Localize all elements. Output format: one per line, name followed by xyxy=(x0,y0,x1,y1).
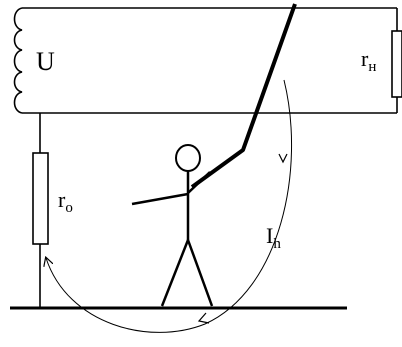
person-left-leg xyxy=(160,239,190,307)
current-subscript: h xyxy=(273,236,281,252)
person-right-leg xyxy=(186,239,214,307)
current-arrow-lower xyxy=(197,312,210,324)
ground-resistor xyxy=(32,152,49,245)
current-label: Ih xyxy=(266,223,281,252)
current-arrow-upper xyxy=(278,153,288,164)
voltage-label: U xyxy=(36,47,55,76)
load-resistor xyxy=(391,30,402,98)
person-left-arm xyxy=(131,192,189,206)
person-figure xyxy=(131,144,214,307)
person-right-arm xyxy=(187,171,211,194)
current-path-arc xyxy=(46,79,293,333)
load-resistance-subscript: н xyxy=(368,59,376,75)
person-head xyxy=(175,144,201,172)
voltage-source-coil xyxy=(13,7,23,114)
ground-resistance-subscript: o xyxy=(65,200,73,216)
broken-wire xyxy=(190,3,297,189)
load-resistance-label: rн xyxy=(361,46,376,75)
ground-resistance-label: ro xyxy=(58,187,73,216)
